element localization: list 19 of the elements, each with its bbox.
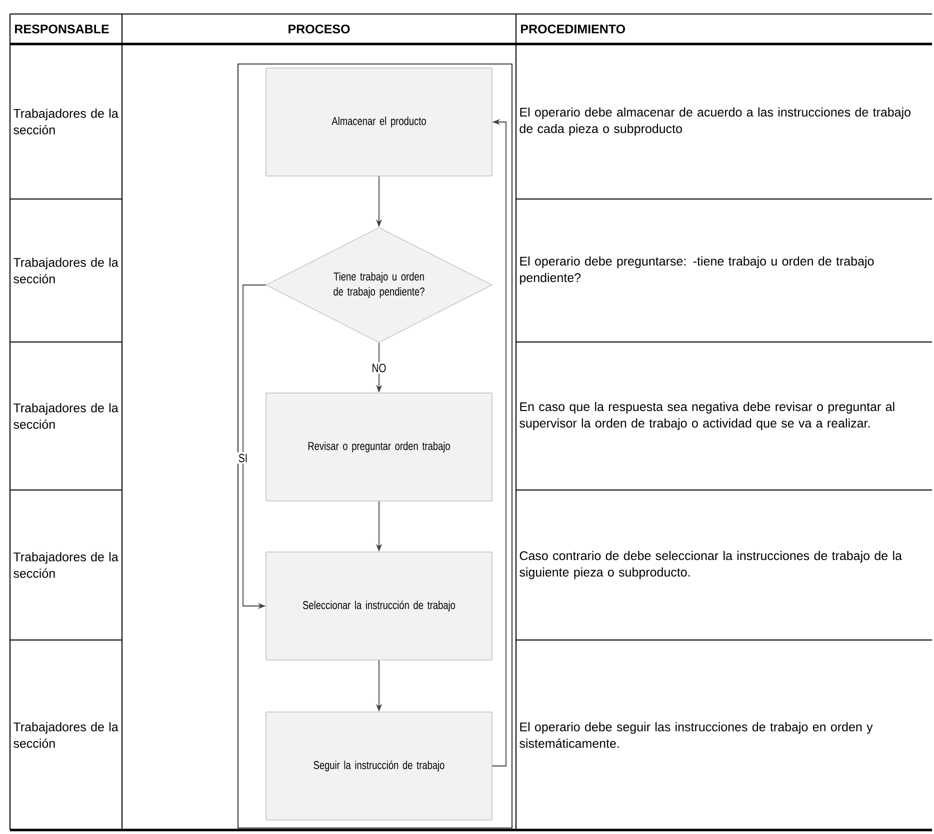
responsible-text: Trabajadores de la sección: [14, 258, 118, 284]
procedure-text: El operario debe seguir las instrucciones de trabajo en orden y sistemáticamente.: [520, 722, 873, 748]
column-header: PROCESO: [288, 24, 350, 34]
edge-label: NO: [370, 362, 388, 374]
responsible-text: Trabajadores de la sección: [14, 552, 118, 578]
responsible-text: Trabajadores de la sección: [14, 403, 118, 429]
process-box: Almacenar el producto: [266, 68, 492, 176]
procedure-text: En caso que la respuesta sea negativa debe revisar o preguntar al supervisor la orden de trabajo o actividad que se va a realizar.: [520, 402, 894, 430]
responsible-text: Trabajadores de la sección: [14, 108, 118, 134]
process-box: Revisar o preguntar orden trabajo: [266, 392, 492, 502]
procedure-text: El operario debe almacenar de acuerdo a las instrucciones de trabajo de cada pieza o subproducto: [520, 107, 910, 136]
procedure-text: Caso contrario de debe seleccionar la instrucciones de trabajo de la siguiente pieza o subproducto.: [520, 550, 902, 580]
process-box: Seleccionar la instrucción de trabajo: [266, 552, 492, 660]
column-header: RESPONSABLE: [15, 24, 109, 34]
responsible-text: Trabajadores de la sección: [14, 722, 118, 748]
column-header: PROCEDIMIENTO: [521, 24, 625, 34]
procedure-text: El operario debe preguntarse: -tiene trabajo u orden de trabajo pendiente?: [520, 256, 874, 285]
edge-label: SI: [236, 452, 250, 464]
process-box: Seguir la instrucción de trabajo: [266, 712, 492, 820]
